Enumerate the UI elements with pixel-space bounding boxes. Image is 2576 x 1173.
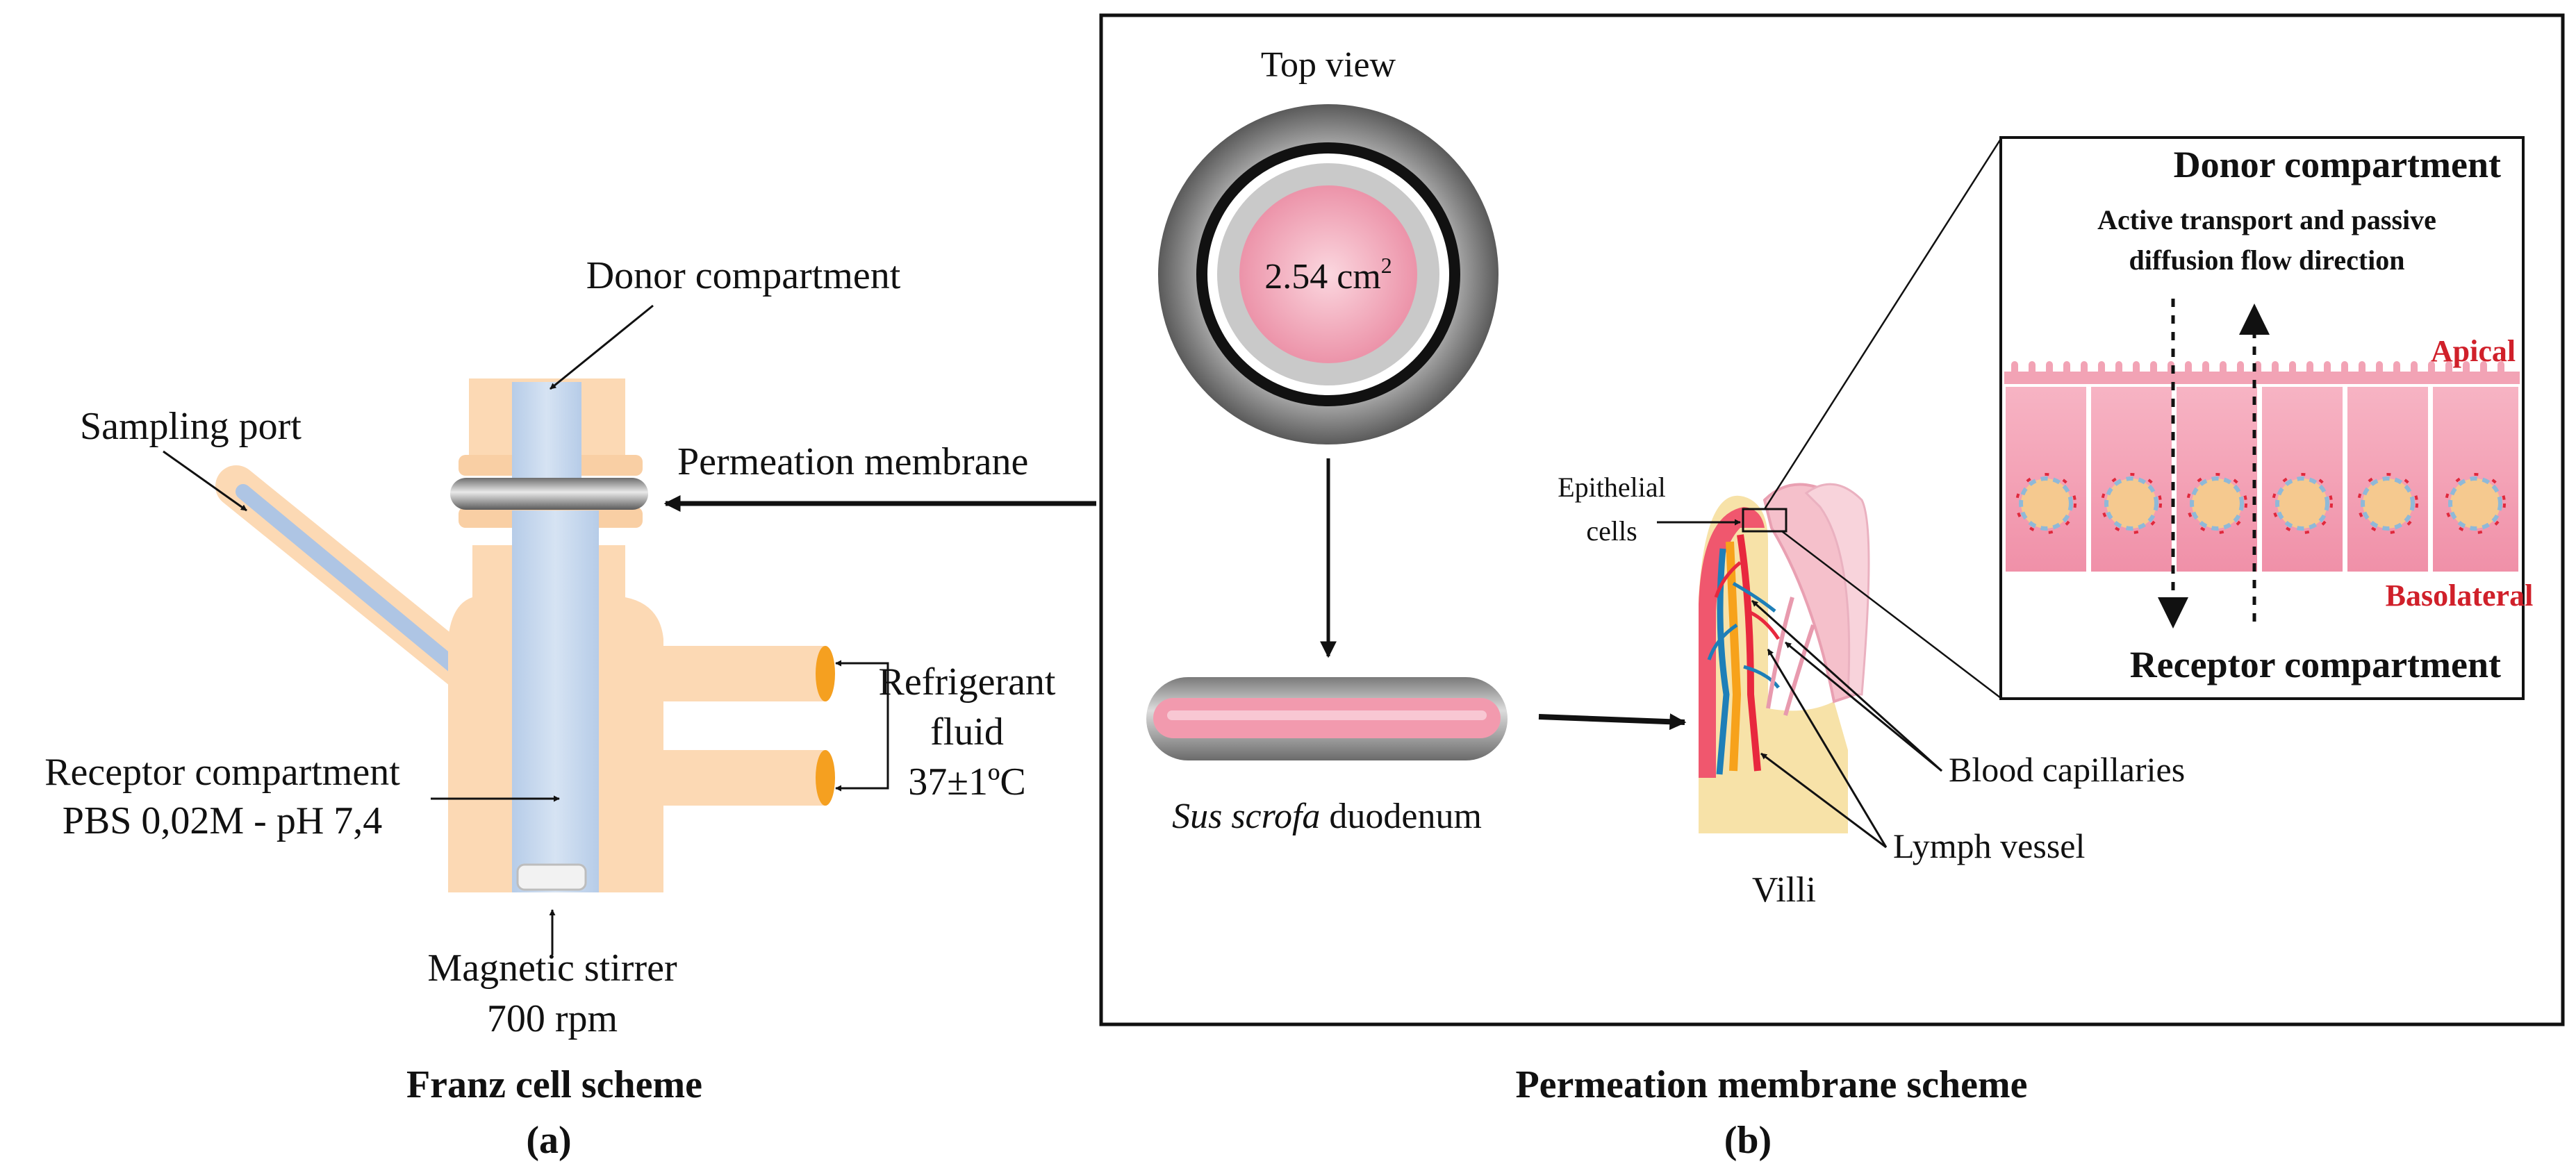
refrigerant-label-2: fluid (930, 710, 1004, 754)
receptor-chamber (512, 510, 599, 892)
stirrer-label-1: Magnetic stirrer (427, 947, 677, 990)
blood-arrow-2 (1785, 641, 1942, 772)
cell-nuclei (2015, 473, 2506, 534)
top-view-disc (1158, 104, 1498, 444)
refrigerant-label-1: Refrigerant (879, 660, 1056, 704)
top-view-label: Top view (1261, 45, 1396, 85)
caption-b-title: Permeation membrane scheme (1515, 1063, 2027, 1106)
refrigerant-inlet (653, 646, 827, 701)
basolateral-label: Basolateral (2386, 579, 2534, 613)
membrane-disc (450, 478, 648, 510)
zoom-line-bottom (1781, 531, 2001, 699)
sampling-arrow (163, 450, 247, 512)
donor-label: Donor compartment (586, 254, 901, 297)
blood-arrow-1 (1751, 599, 1943, 772)
refrigerant-outlet (653, 750, 827, 806)
microvilli (2011, 361, 2504, 385)
area-label: 2.54 cm2 (1264, 253, 1392, 297)
duodenum-to-villi-arrow (1538, 713, 1687, 731)
stirrer-label-2: 700 rpm (487, 997, 618, 1040)
flow-arrowhead-down (2158, 597, 2188, 629)
franz-cell (215, 378, 835, 892)
lymph-arrow-2 (1760, 752, 1887, 849)
duodenum-sample (1146, 677, 1508, 760)
sampling-label: Sampling port (80, 405, 302, 448)
zoom-line-top (1763, 138, 2002, 510)
membrane-label: Permeation membrane (677, 440, 1028, 483)
tissue-name: duodenum (1320, 797, 1482, 836)
inset-receptor-label: Receptor compartment (2130, 644, 2501, 685)
panel-b-frame (1099, 13, 2565, 1026)
donor-chamber (512, 382, 581, 479)
villi-label: Villi (1752, 870, 1816, 910)
inset-flow-label-1: Active transport and passive (2097, 204, 2436, 235)
epithelial-label-2: cells (1586, 515, 1637, 547)
caption-a-title: Franz cell scheme (406, 1063, 702, 1106)
lymph-arrow-1 (1767, 649, 1888, 848)
stirrer-bar (516, 863, 587, 891)
blood-label: Blood capillaries (1949, 750, 2185, 789)
lymph-label: Lymph vessel (1893, 826, 2085, 865)
caption-b-label: (b) (1724, 1119, 1772, 1162)
area-exponent: 2 (1381, 253, 1392, 278)
epithelial-label-1: Epithelial (1558, 472, 1666, 503)
inlet-cap (816, 646, 835, 701)
inset-flow-label-2: diffusion flow direction (2129, 244, 2404, 276)
species-name: Sus scrofa (1172, 797, 1320, 836)
refrigerant-label-3: 37±1ºC (908, 760, 1025, 804)
receptor-label-2: PBS 0,02M - pH 7,4 (63, 799, 383, 842)
duodenum-label: Sus scrofa duodenum (1172, 797, 1482, 836)
area-value: 2.54 cm (1264, 257, 1381, 297)
villi-illustration (1699, 483, 1870, 833)
flow-arrowhead-up (2239, 303, 2270, 335)
receptor-label-1: Receptor compartment (44, 751, 400, 794)
epithelial-cell-layer (2003, 361, 2521, 574)
inset-donor-label: Donor compartment (2174, 144, 2501, 185)
refrigerant-bracket (879, 662, 889, 790)
caption-a-label: (a) (526, 1119, 571, 1162)
donor-arrow (550, 304, 654, 390)
outlet-cap (816, 750, 835, 806)
